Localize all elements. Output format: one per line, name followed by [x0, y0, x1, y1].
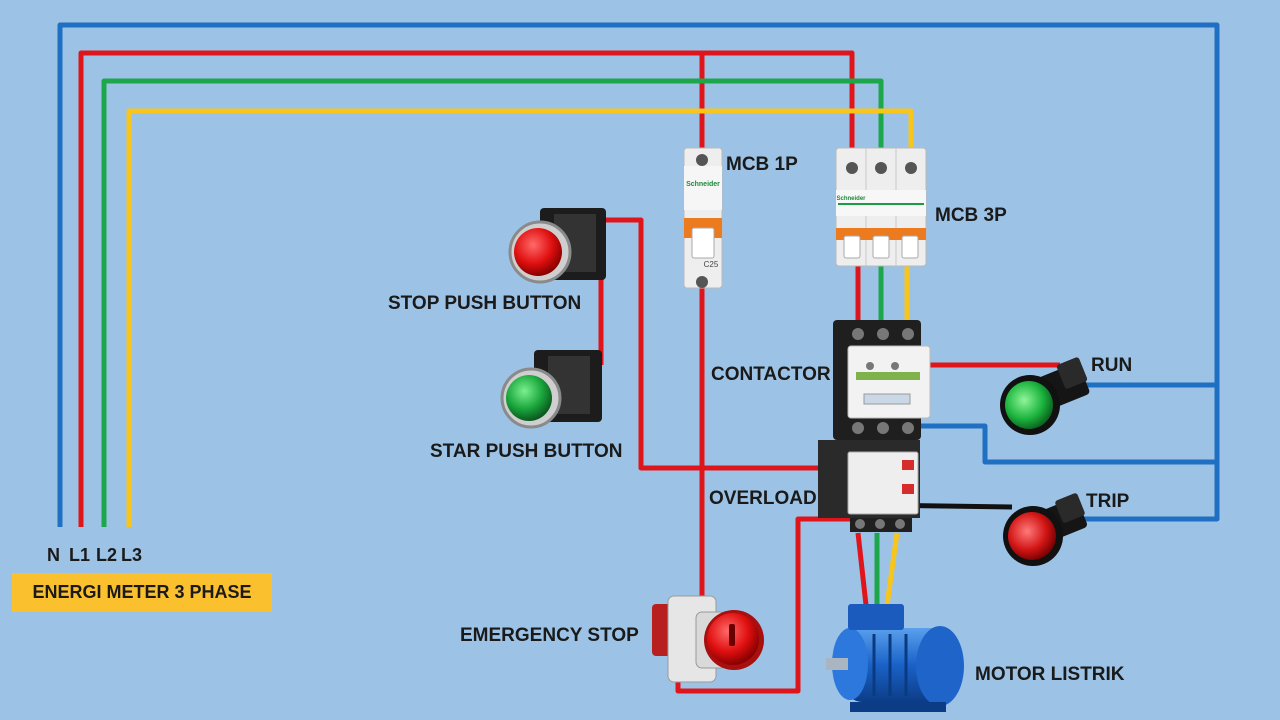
energi-meter-label-box: ENERGI METER 3 PHASE [12, 573, 272, 612]
overload-label: OVERLOAD [709, 488, 817, 509]
mcb-3p-brand: Schneider [836, 196, 866, 202]
mcb-1p-label: MCB 1P [726, 154, 798, 175]
neutral-wire [57, 22, 1220, 527]
trip-label: TRIP [1086, 491, 1130, 512]
phase-label-l2: L2 [96, 545, 118, 565]
mcb-3p: Schneider [835, 147, 927, 267]
contactor-label: CONTACTOR [711, 364, 831, 385]
contactor [833, 320, 931, 440]
l2-wire [101, 78, 884, 605]
overload-relay [818, 440, 920, 532]
run-lamp [1000, 357, 1090, 435]
emergency-stop-device [652, 595, 764, 683]
star-push-button-label: STAR PUSH BUTTON [430, 441, 623, 462]
motor-listrik-label: MOTOR LISTRIK [975, 664, 1125, 685]
mcb-1p-rating: C25 [704, 260, 719, 269]
energi-meter-label: ENERGI METER 3 PHASE [32, 582, 252, 602]
mcb-3p-label: MCB 3P [935, 205, 1007, 226]
l3-wire [126, 108, 914, 606]
run-label: RUN [1091, 355, 1133, 376]
motor-listrik-device [826, 604, 964, 712]
phase-label-l1: L1 [69, 545, 91, 565]
emergency-stop-label: EMERGENCY STOP [460, 625, 639, 646]
phase-label-l3: L3 [121, 545, 143, 565]
mcb-1p: Schneider C25 [683, 147, 723, 289]
stop-push-button-device [508, 208, 606, 284]
star-push-button-device [500, 350, 602, 429]
phase-label-n: N [47, 545, 60, 565]
stop-push-button-label: STOP PUSH BUTTON [388, 293, 582, 314]
mcb-1p-brand: Schneider [686, 181, 720, 188]
trip-lamp [1003, 493, 1087, 566]
